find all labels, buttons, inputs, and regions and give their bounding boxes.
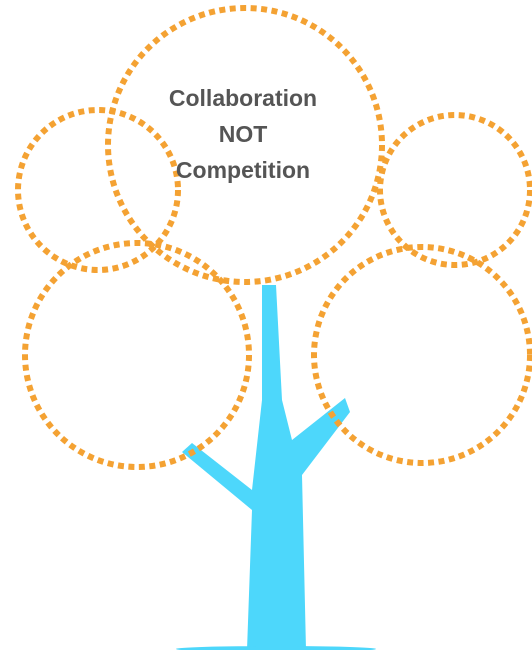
circle-group bbox=[15, 5, 532, 470]
trunk-shape bbox=[182, 285, 350, 650]
center-text-line-3: Competition bbox=[175, 157, 311, 183]
top-left-circle bbox=[15, 107, 181, 273]
center-circle-text: Collaboration NOT Competition bbox=[112, 80, 374, 188]
center-text-line-2: NOT bbox=[218, 121, 268, 147]
ground-line bbox=[176, 646, 376, 650]
center-text-line-1: Collaboration bbox=[168, 85, 318, 111]
center-circle bbox=[105, 5, 385, 285]
tree-trunk bbox=[176, 285, 376, 650]
bottom-left-circle bbox=[22, 240, 252, 470]
bottom-right-circle bbox=[311, 244, 532, 466]
top-right-circle bbox=[377, 112, 532, 268]
